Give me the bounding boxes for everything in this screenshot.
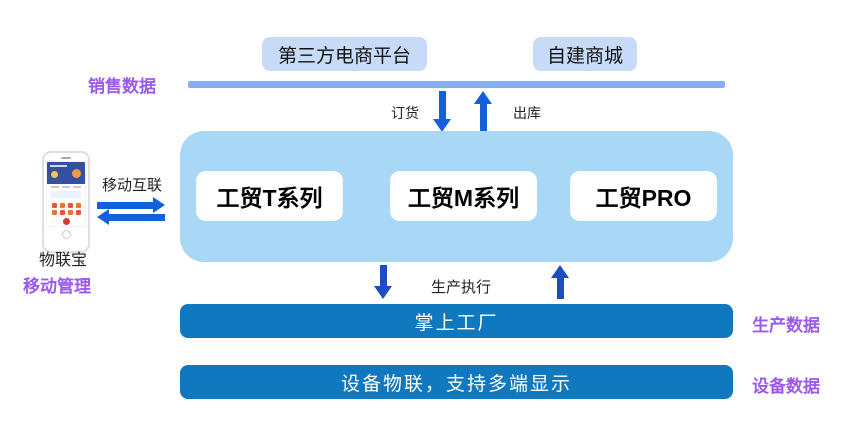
production-execution-label: 生产执行 xyxy=(431,279,492,296)
arrow-head xyxy=(551,265,569,278)
arrow-head xyxy=(97,209,109,225)
phone-speaker xyxy=(61,157,71,159)
production-up-arrow-icon xyxy=(551,265,569,299)
outbound-up-arrow-icon xyxy=(474,91,492,132)
arrow-shaft xyxy=(556,278,564,299)
arrow-head xyxy=(374,286,392,299)
sales-connector-line xyxy=(188,81,725,88)
smartphone-icon xyxy=(42,151,90,253)
arrow-shaft xyxy=(379,265,387,286)
arrow-shaft xyxy=(479,104,487,132)
order-down-arrow-icon xyxy=(433,91,451,132)
phone-mini-chart xyxy=(51,191,81,200)
phone-screen xyxy=(46,161,86,227)
product-box-m-series: 工贸M系列 xyxy=(390,171,537,221)
iot-treasure-caption: 物联宝 xyxy=(39,252,88,269)
phone-notification-dot xyxy=(62,218,70,225)
phone-app-grid xyxy=(47,201,85,217)
product-pro-label: 工贸PRO xyxy=(595,185,692,211)
device-iot-bar: 设备物联，支持多端显示 xyxy=(180,365,733,399)
palm-factory-label: 掌上工厂 xyxy=(414,312,499,334)
palm-factory-bar: 掌上工厂 xyxy=(180,304,733,338)
product-box-t-series: 工贸T系列 xyxy=(196,171,343,221)
mobile-sync-right-arrow-icon xyxy=(97,197,165,213)
self-built-mall-label: 自建商城 xyxy=(546,45,623,67)
arrow-head xyxy=(474,91,492,104)
self-built-mall-box: 自建商城 xyxy=(533,37,637,71)
arrow-head xyxy=(433,119,451,132)
arrow-shaft xyxy=(438,91,446,119)
arrow-shaft xyxy=(109,213,165,221)
mobile-interconnect-label: 移动互联 xyxy=(102,177,163,194)
product-box-pro: 工贸PRO xyxy=(570,171,717,221)
product-t-series-label: 工贸T系列 xyxy=(216,185,323,211)
device-data-label: 设备数据 xyxy=(752,377,820,396)
production-down-arrow-icon xyxy=(374,265,392,299)
third-party-ecommerce-label: 第三方电商平台 xyxy=(277,45,411,67)
mobile-management-label: 移动管理 xyxy=(23,277,91,296)
sales-data-label: 销售数据 xyxy=(88,77,156,96)
arrow-shaft xyxy=(97,201,153,209)
product-m-series-label: 工贸M系列 xyxy=(407,185,520,211)
device-iot-label: 设备物联，支持多端显示 xyxy=(340,373,572,395)
phone-app-header xyxy=(47,162,85,184)
third-party-ecommerce-box: 第三方电商平台 xyxy=(262,37,427,71)
order-label: 订货 xyxy=(391,105,419,121)
mobile-sync-left-arrow-icon xyxy=(97,209,165,225)
outbound-label: 出库 xyxy=(513,105,541,121)
phone-home-button xyxy=(61,230,71,239)
arrow-head xyxy=(153,197,165,213)
production-data-label: 生产数据 xyxy=(752,316,820,335)
